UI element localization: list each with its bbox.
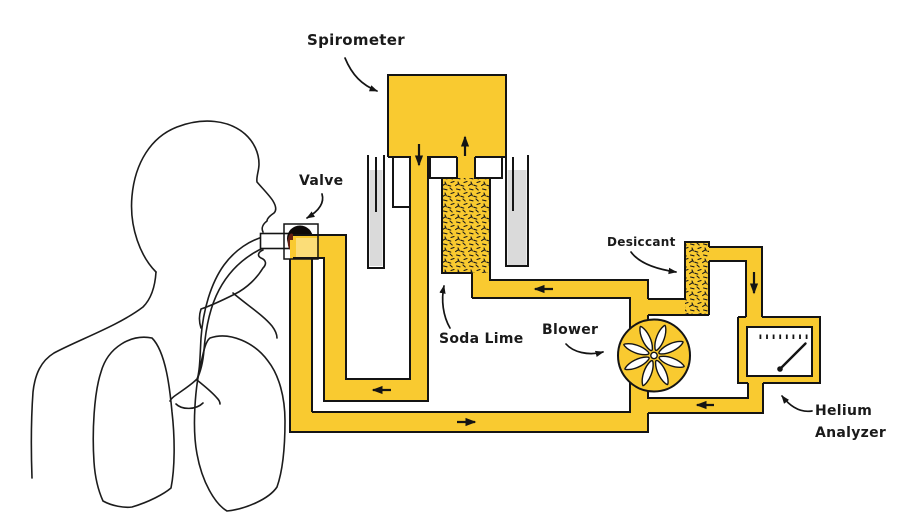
water-seal-right — [507, 170, 527, 265]
gauge-pivot — [777, 366, 783, 372]
label-arrow-blower — [565, 343, 605, 357]
pipe-spirometer-up-channel — [457, 150, 475, 180]
pipe-desiccant-to-analyzer — [709, 247, 762, 317]
label-desiccant: Desiccant — [607, 235, 676, 249]
gauge-ticks — [759, 334, 808, 339]
label-helium-analyzer-line2: Analyzer — [815, 425, 887, 441]
outline-desiccant — [648, 241, 763, 317]
pipe-outlines — [289, 74, 821, 433]
chest-line — [232, 292, 278, 339]
pipe-soda-lime-supply — [472, 273, 648, 298]
label-arrows — [306, 57, 813, 413]
water-seal-left — [369, 170, 383, 266]
soda-lime-canister — [442, 178, 490, 273]
spirometer — [369, 75, 527, 266]
outline-water-seals — [367, 155, 529, 269]
blower-fan — [617, 318, 691, 393]
label-valve: Valve — [299, 173, 344, 189]
outline-inspiratory — [293, 156, 429, 402]
valve-housing-border — [283, 223, 319, 260]
water-right — [507, 170, 527, 265]
label-blower: Blower — [542, 322, 599, 338]
neck-shoulder-line — [30, 271, 157, 479]
helium-analyzer-gauge — [746, 326, 813, 377]
label-spirometer: Spirometer — [307, 31, 405, 49]
desiccant-canister — [685, 242, 709, 315]
outline-analyzer-box — [737, 316, 821, 384]
blower-hub — [650, 351, 658, 360]
outline-spirometer-box — [387, 74, 507, 158]
label-arrow-spirometer — [344, 57, 378, 92]
person-outline — [30, 120, 286, 512]
outline-bell-walls — [392, 157, 503, 208]
label-arrow-helium-analyzer — [781, 395, 813, 413]
label-arrow-soda-lime — [439, 284, 451, 329]
left-lung — [92, 336, 175, 509]
label-arrow-valve — [306, 193, 324, 219]
water-left — [369, 170, 383, 266]
right-lung — [193, 335, 286, 512]
pipe-inspiratory-loop — [293, 150, 428, 401]
label-helium-analyzer-line1: Helium — [815, 403, 873, 419]
chin-jaw-line — [198, 249, 267, 329]
pipe-desiccant-branch — [648, 299, 686, 315]
label-soda-lime: Soda Lime — [439, 331, 524, 347]
head-profile — [130, 120, 277, 273]
label-arrow-desiccant — [630, 251, 678, 275]
carina-line — [175, 402, 204, 410]
bell-inner-walls — [393, 157, 502, 207]
flow-arrows — [371, 135, 759, 427]
mouthpiece-tube — [259, 232, 291, 250]
gauge-needle — [778, 342, 807, 371]
pipe-valve-highlight — [296, 238, 317, 258]
trachea-line-lower — [169, 247, 264, 402]
trachea-line-upper — [196, 235, 267, 405]
spirometer-bell-box — [388, 75, 506, 157]
